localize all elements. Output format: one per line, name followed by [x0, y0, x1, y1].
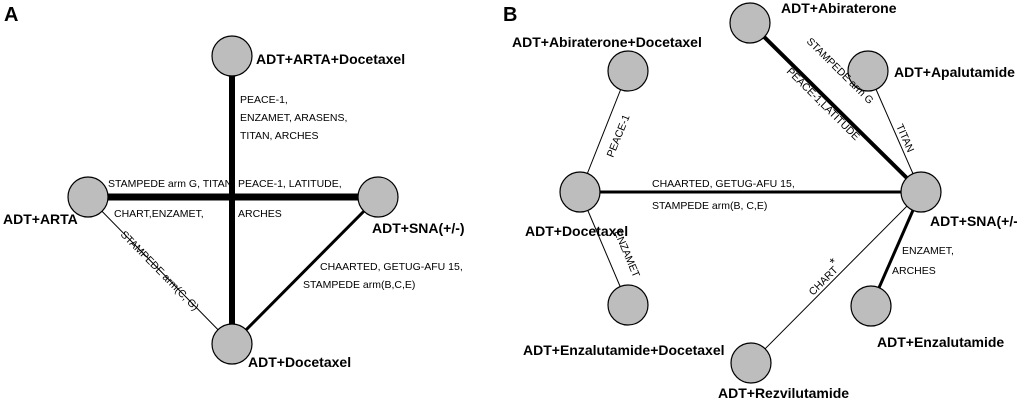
- label-b-adt-apalutamide: ADT+Apalutamide: [894, 64, 1015, 80]
- node-a-adt-arta: [67, 176, 109, 218]
- edge-b-sna-enza: [869, 191, 923, 307]
- trials-a-left-bottom: STAMPEDE arm(C, G): [118, 229, 201, 314]
- trials-a-right-bottom-1: CHAARTED, GETUG-AFU 15,: [320, 261, 463, 273]
- trials-a-horiz-right-1: PEACE-1, LATITUDE,: [238, 178, 342, 190]
- label-a-adt-sna: ADT+SNA(+/-): [372, 220, 465, 236]
- trials-a-vertical-2: ENZAMET, ARASENS,: [240, 112, 347, 124]
- edge-b-abi-sna: [748, 21, 923, 194]
- node-b-adt-enzalutamide-docetaxel: [607, 284, 649, 326]
- trials-a-horiz-left-2: CHART,ENZAMET,: [114, 208, 204, 220]
- trials-a-vertical-1: PEACE-1,: [240, 94, 288, 106]
- label-b-adt-sna: ADT+SNA(+/-): [930, 213, 1017, 229]
- node-a-adt-docetaxel: [211, 323, 253, 365]
- node-b-adt-enzalutamide: [850, 285, 892, 327]
- node-a-adt-arta-docetaxel: [211, 35, 253, 77]
- edge-a-right-bottom: [230, 195, 380, 346]
- edge-b-apa-sna: [867, 70, 922, 193]
- panel-b-label: B: [503, 4, 517, 26]
- trials-b-titan: TITAN: [893, 122, 916, 154]
- label-b-adt-abiraterone-docetaxel: ADT+Abiraterone+Docetaxel: [512, 34, 702, 50]
- node-a-adt-sna: [357, 176, 399, 218]
- label-b-adt-docetaxel: ADT+Docetaxel: [525, 223, 628, 239]
- node-b-adt-sna: [900, 171, 942, 213]
- trials-a-horiz-left-1: STAMPEDE arm G, TITAN,: [108, 178, 235, 190]
- label-b-adt-rezvilutamide: ADT+Rezvilutamide: [718, 385, 849, 401]
- node-b-adt-abiraterone: [729, 2, 771, 44]
- node-b-adt-docetaxel: [559, 171, 601, 213]
- node-b-adt-apalutamide: [847, 50, 889, 92]
- label-a-adt-arta-docetaxel: ADT+ARTA+Docetaxel: [256, 51, 405, 67]
- edge-a-left-bottom: [87, 196, 233, 345]
- label-a-adt-arta: ADT+ARTA: [3, 211, 78, 227]
- trials-a-vertical-3: TITAN, ARCHES: [240, 130, 319, 142]
- edge-b-abidoce-doce: [579, 70, 629, 193]
- trials-a-right-bottom-2: STAMPEDE arm(B,C,E): [303, 279, 415, 291]
- trials-b-chaarted-1: CHAARTED, GETUG-AFU 15,: [652, 178, 795, 190]
- node-b-adt-rezvilutamide: [730, 342, 772, 384]
- label-a-adt-docetaxel: ADT+Docetaxel: [248, 354, 351, 370]
- label-b-adt-enzalutamide: ADT+Enzalutamide: [877, 334, 1004, 350]
- node-b-adt-abiraterone-docetaxel: [607, 50, 649, 92]
- trials-a-horiz-right-2: ARCHES: [238, 208, 282, 220]
- trials-b-chaarted-2: STAMPEDE arm(B, C,E): [652, 200, 767, 212]
- trials-b-arches: ARCHES: [892, 265, 936, 277]
- label-b-adt-enzalutamide-docetaxel: ADT+Enzalutamide+Docetaxel: [523, 342, 725, 358]
- label-b-adt-abiraterone: ADT+Abiraterone: [781, 0, 897, 16]
- edge-b-sna-rezvi: [750, 191, 922, 364]
- trials-b-enzamet-2: ENZAMET,: [902, 245, 954, 257]
- panel-a-label: A: [4, 4, 18, 26]
